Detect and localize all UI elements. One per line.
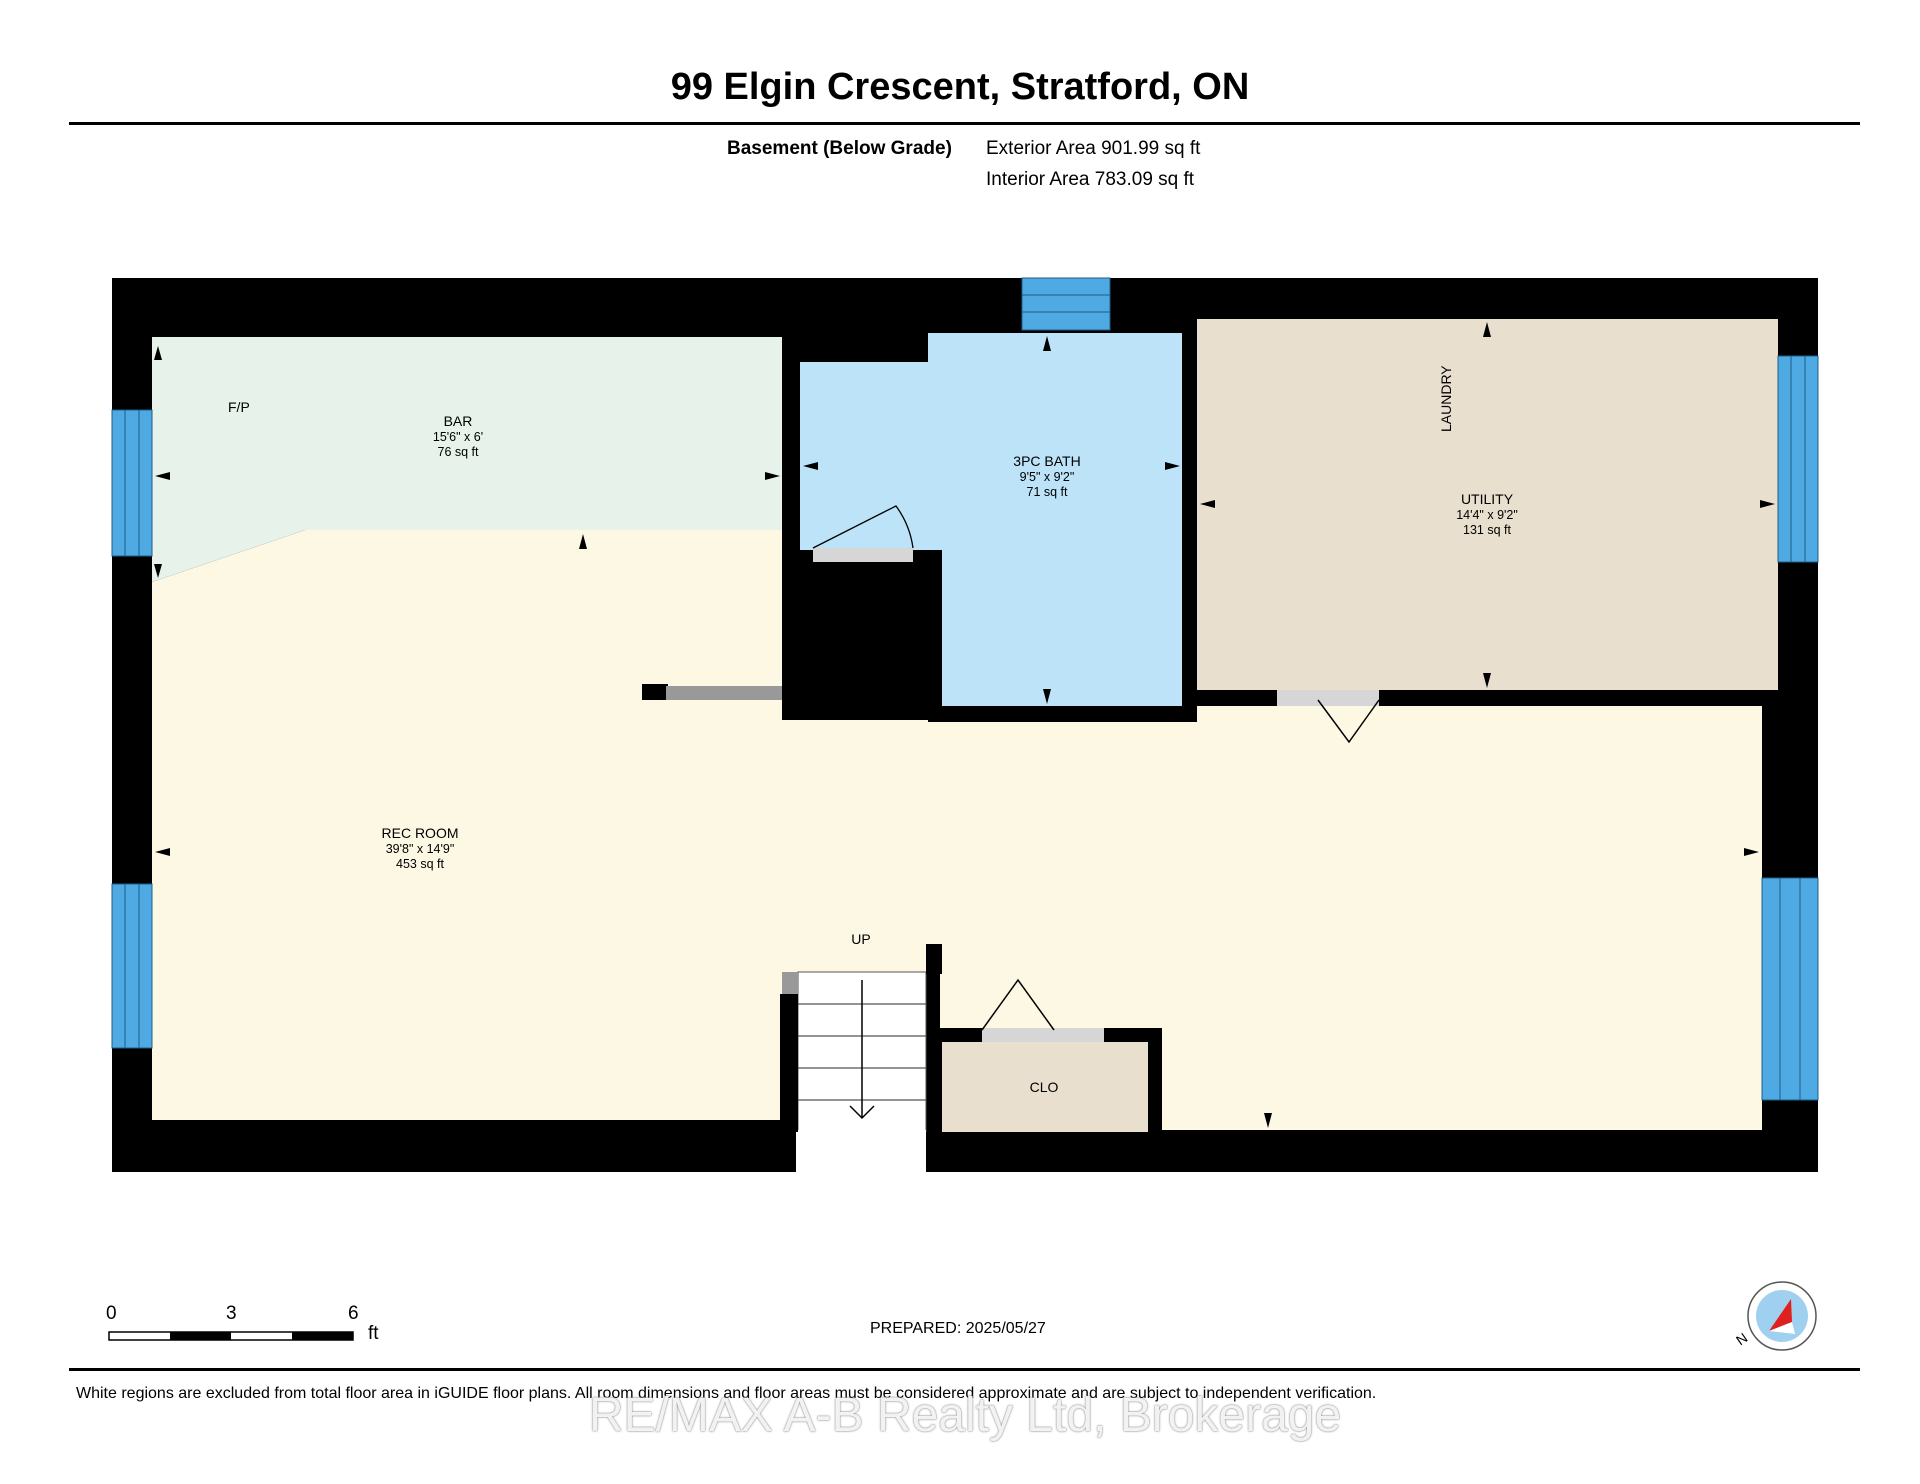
wall-bath-utility bbox=[1182, 320, 1197, 722]
window-left-lower bbox=[111, 883, 153, 1049]
scale-mid: 3 bbox=[226, 1303, 237, 1324]
wall-bar-bath bbox=[782, 555, 800, 720]
compass-north-letter: N bbox=[1733, 1329, 1750, 1348]
window-mullions bbox=[124, 294, 1806, 1100]
bath-door-swing bbox=[812, 505, 914, 549]
closet-area bbox=[942, 1042, 1148, 1132]
bath-door bbox=[813, 548, 913, 562]
wall-bath-hall bbox=[928, 550, 942, 722]
bath-area bbox=[800, 333, 1182, 707]
watermark: RE/MAX A-B Realty Ltd, Brokerage bbox=[588, 1389, 1342, 1442]
utility-door-swing bbox=[1317, 699, 1380, 744]
stair-opening bbox=[796, 1130, 926, 1172]
bar-dims: 15'6" x 6' bbox=[433, 430, 483, 444]
rec-dims: 39'8" x 14'9" bbox=[386, 842, 455, 856]
wall-stair-right bbox=[926, 944, 942, 974]
compass-icon: N bbox=[1733, 1281, 1817, 1351]
footer-rule bbox=[69, 1368, 1860, 1371]
fireplace-label: F/P bbox=[228, 399, 250, 415]
window-right-lower bbox=[1761, 877, 1819, 1101]
bath-name: 3PC BATH bbox=[1013, 453, 1080, 469]
bar-counter bbox=[666, 686, 782, 700]
wall-closet-right bbox=[1148, 1028, 1162, 1132]
window-right-upper bbox=[1777, 355, 1819, 563]
window-top bbox=[1021, 277, 1111, 331]
interior-area: Interior Area 783.09 sq ft bbox=[986, 169, 1195, 190]
bar-counter-end bbox=[642, 684, 668, 700]
rec-area-text: 453 sq ft bbox=[396, 857, 444, 871]
rec-room-area bbox=[152, 530, 1762, 1130]
stairs-up-label: UP bbox=[851, 931, 870, 947]
wall-stair-left bbox=[780, 994, 798, 1132]
wall-bar-bath-upper bbox=[782, 337, 800, 557]
scale-max: 6 bbox=[348, 1303, 359, 1324]
bath-area-text: 71 sq ft bbox=[1027, 485, 1069, 499]
bar-area-text: 76 sq ft bbox=[438, 445, 480, 459]
disclaimer: White regions are excluded from total fl… bbox=[76, 1385, 1377, 1402]
stair-arrow bbox=[849, 980, 875, 1120]
windows bbox=[111, 277, 1819, 1101]
prepared-date: PREPARED: 2025/05/27 bbox=[870, 1320, 1046, 1337]
stair-newel bbox=[782, 972, 798, 998]
utility-area bbox=[1197, 319, 1778, 690]
utility-door bbox=[1277, 690, 1379, 706]
window-left-upper bbox=[111, 409, 153, 557]
utility-dims: 14'4" x 9'2" bbox=[1456, 508, 1518, 522]
floor-name: Basement (Below Grade) bbox=[727, 138, 952, 159]
bath-dims: 9'5" x 9'2" bbox=[1020, 470, 1075, 484]
scale-bar bbox=[108, 1331, 354, 1341]
dimension-arrows bbox=[154, 322, 1775, 1128]
closet-door-swing bbox=[981, 978, 1055, 1031]
scale-unit: ft bbox=[368, 1323, 379, 1344]
closet-name: CLO bbox=[1030, 1079, 1059, 1095]
laundry-label: LAUNDRY bbox=[1438, 365, 1454, 432]
scale-zero: 0 bbox=[106, 1303, 117, 1324]
utility-name: UTILITY bbox=[1461, 491, 1514, 507]
page-title: 99 Elgin Crescent, Stratford, ON bbox=[670, 66, 1250, 108]
bar-area bbox=[152, 337, 782, 582]
wall-bath-bottom bbox=[928, 706, 1196, 722]
bar-name: BAR bbox=[444, 413, 473, 429]
utility-area-text: 131 sq ft bbox=[1463, 523, 1511, 537]
exterior-area: Exterior Area 901.99 sq ft bbox=[986, 138, 1201, 159]
closet-door bbox=[982, 1028, 1104, 1042]
rec-name: REC ROOM bbox=[382, 825, 459, 841]
header-rule bbox=[69, 122, 1860, 125]
wall-utility-corner bbox=[1762, 690, 1778, 710]
